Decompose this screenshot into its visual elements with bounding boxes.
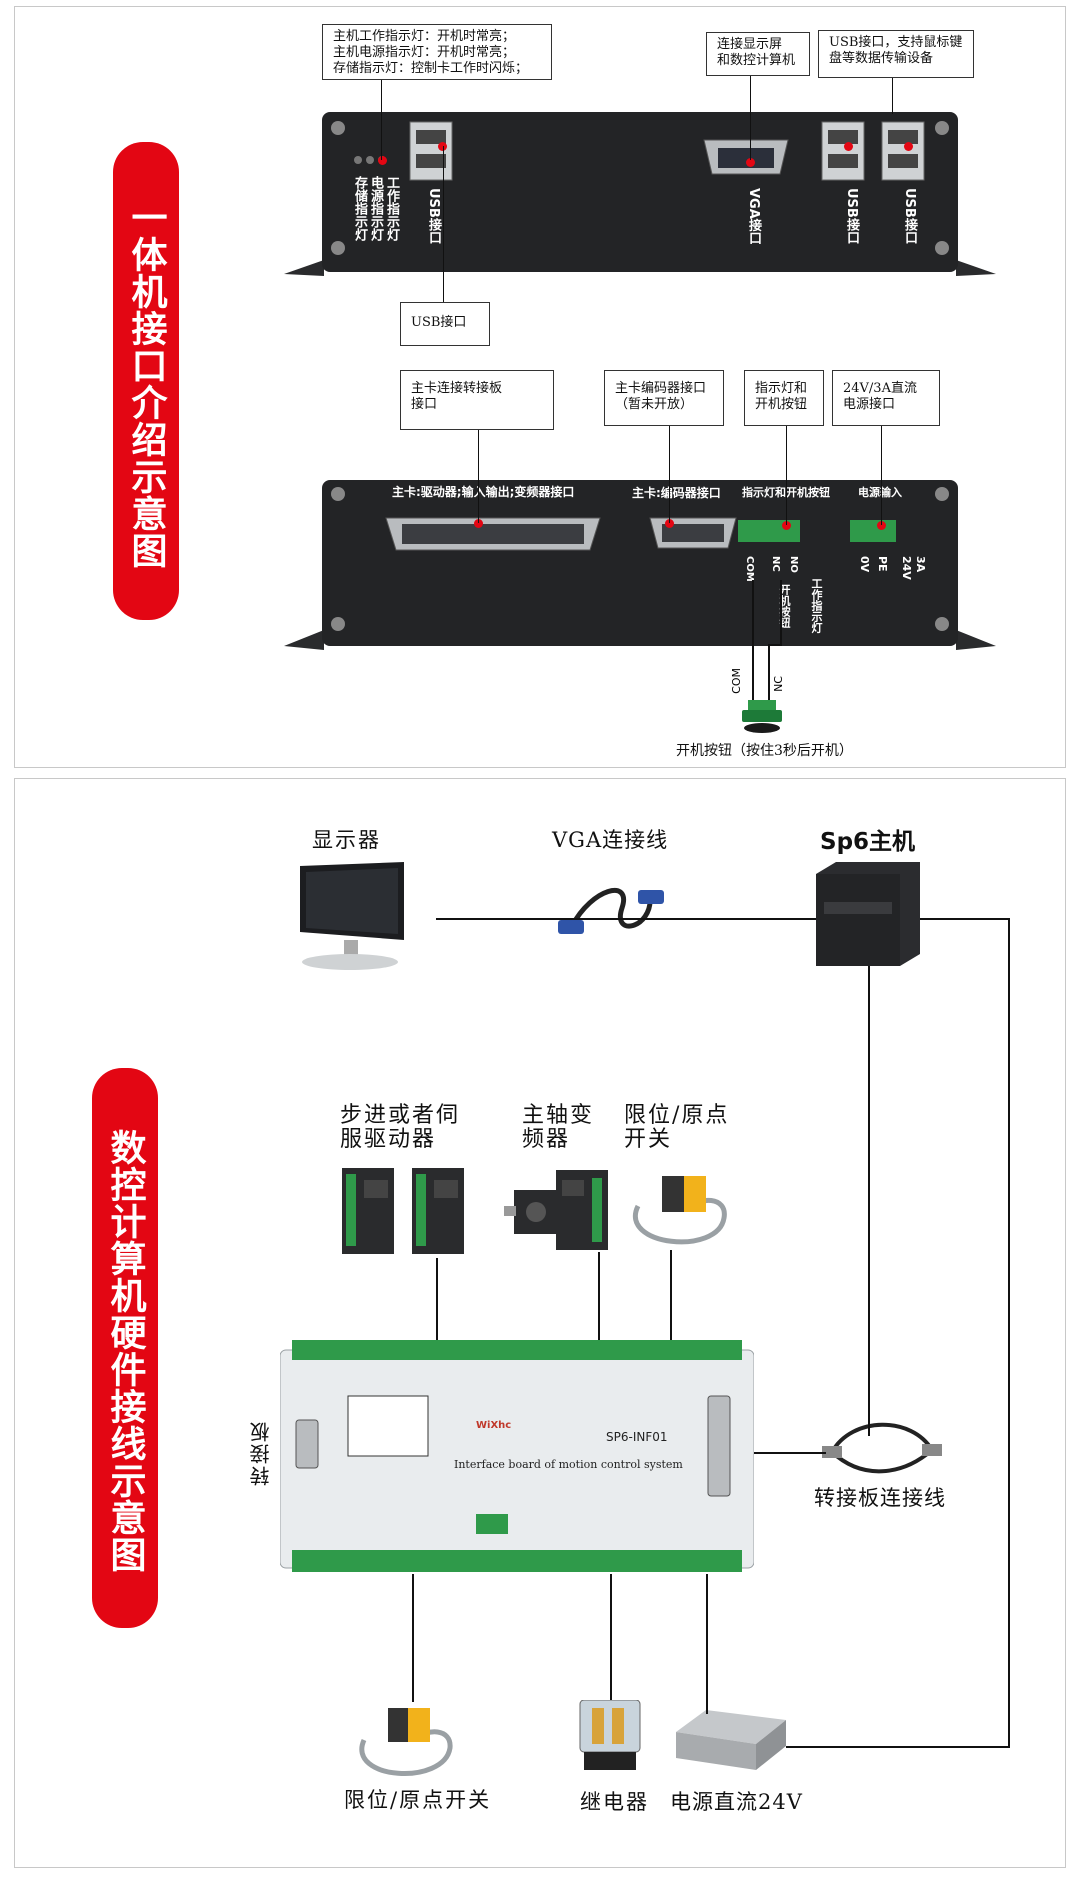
interface-board — [279, 1340, 755, 1584]
board-cable-label: 转接板连接线 — [814, 1486, 946, 1510]
wire-relay — [610, 1574, 612, 1700]
db-main-marker-icon — [474, 519, 483, 528]
wire-nc — [780, 580, 782, 644]
wiring-diagram-title: 数控计算机硬件接线示意图 — [92, 1068, 158, 1628]
wire-nc-horizontal — [768, 644, 782, 646]
vga-callout: 连接显示屏 和数控计算机 — [706, 32, 810, 76]
usb-port3-marker-icon — [904, 142, 913, 151]
usb-label-2: USB接口 — [844, 188, 859, 244]
usb-bottom-callout: USB接口 — [400, 302, 490, 346]
indicator-callout: 主机工作指示灯：开机时常亮； 主机电源指示灯：开机时常亮； 存储指示灯：控制卡工… — [322, 24, 552, 80]
board-label: 转接板 — [249, 1420, 273, 1486]
wire-host-down — [868, 966, 870, 1436]
limit-switch-bottom-icon — [356, 1700, 456, 1784]
wire-spindle — [598, 1252, 600, 1340]
interface-diagram-title: 一体机接口介绍示意图 — [113, 142, 179, 620]
wire-board-cable — [754, 1452, 826, 1454]
inverter-icon — [556, 1170, 608, 1254]
leader-driver-board — [478, 430, 479, 523]
limit-switch-top-icon — [628, 1166, 732, 1254]
terminal-com-label: COM — [744, 556, 755, 582]
power-pe-label: PE — [876, 556, 889, 572]
power-0v-label: 0V — [858, 556, 871, 573]
usb-label-1: USB接口 — [426, 188, 441, 244]
host-box-icon — [816, 862, 920, 976]
wire-psu — [706, 1574, 708, 1714]
limit-switch-top-label: 限位/原点 开关 — [624, 1103, 730, 1152]
button-callout: 指示灯和 开机按钮 — [744, 370, 824, 426]
db-main-label: 主卡:驱动器;输入输出;变频器接口 — [392, 485, 575, 499]
wire-limit-bottom — [412, 1574, 414, 1702]
host-label: Sp6主机 — [820, 829, 916, 855]
driver-board-callout: 主卡连接转接板 接口 — [400, 370, 554, 430]
power-button-icon — [742, 700, 782, 738]
vga-label: VGA接口 — [746, 188, 761, 245]
leader-usb-bottom — [443, 146, 444, 302]
wire-host-right — [920, 918, 1010, 920]
board-brand: WiXhc — [476, 1420, 512, 1431]
vga-port-marker-icon — [746, 158, 755, 167]
power-24v-label: 24V — [900, 556, 913, 580]
board-description: Interface board of motion control system — [454, 1458, 683, 1471]
power-header-label: 电源输入 — [858, 486, 902, 499]
wire-right-down — [1008, 918, 1010, 1748]
relay-label: 继电器 — [580, 1790, 649, 1814]
spindle-motor-icon — [504, 1184, 564, 1248]
work-led-vertical-label: 工作指示灯 — [810, 578, 823, 633]
button-vertical-label: 开机按钮 — [778, 584, 791, 628]
wire-nc-down — [768, 644, 770, 700]
wire-driver — [436, 1258, 438, 1340]
terminal-nc-label: NC — [770, 556, 781, 572]
limit-switch-bottom-label: 限位/原点开关 — [344, 1788, 492, 1812]
power-3a-label: 3A — [914, 556, 927, 573]
usb-port2-marker-icon — [844, 142, 853, 151]
driver-2-icon — [412, 1168, 464, 1258]
usb-label-3: USB接口 — [902, 188, 917, 244]
dc-input-callout: 24V/3A直流 电源接口 — [832, 370, 940, 426]
relay-icon — [578, 1699, 642, 1776]
wire-nc-label: NC — [772, 676, 785, 692]
usb-port-marker-icon — [438, 142, 447, 151]
drivers-label: 步进或者伺 服驱动器 — [340, 1103, 461, 1152]
leader-indicators — [381, 80, 382, 160]
button-terminal-marker-icon — [782, 521, 791, 530]
vga-cable-label: VGA连接线 — [552, 828, 669, 852]
psu-icon — [676, 1710, 786, 1774]
host-front-panel — [284, 110, 996, 276]
leader-vga — [750, 76, 751, 160]
encoder-callout: 主卡编码器接口 （暂未开放） — [604, 370, 724, 426]
power-terminal-marker-icon — [877, 521, 886, 530]
storage-led-label: 存储指示灯 — [352, 176, 367, 241]
power-led-label: 电源指示灯 — [368, 176, 383, 241]
db-encoder-marker-icon — [665, 519, 674, 528]
board-model: SP6-INF01 — [606, 1430, 668, 1444]
wire-right-to-psu — [786, 1746, 1010, 1748]
leader-usb-right — [892, 78, 893, 114]
usb-right-callout: USB接口，支持鼠标键 盘等数据传输设备 — [818, 30, 974, 78]
wire-com-label: COM — [730, 668, 743, 694]
monitor-icon — [292, 862, 412, 976]
db-encoder-label: 主卡:编码器接口 — [632, 486, 721, 500]
vga-cable-icon — [552, 868, 672, 952]
wire-limit-top — [670, 1250, 672, 1340]
power-button-caption: 开机按钮（按住3秒后开机） — [676, 743, 853, 759]
leader-button — [786, 426, 787, 525]
terminal-no-label: NO — [788, 556, 799, 573]
indicator-led-icon — [378, 156, 387, 165]
work-led-label: 工作指示灯 — [384, 176, 399, 241]
wire-com — [752, 580, 754, 700]
driver-1-icon — [342, 1168, 394, 1258]
spindle-label: 主轴变 频器 — [522, 1103, 595, 1152]
psu-label: 电源直流24V — [670, 1790, 803, 1814]
board-cable-icon — [822, 1416, 942, 1484]
leader-encoder — [669, 426, 670, 523]
leader-dc — [881, 426, 882, 525]
wire-monitor-host — [436, 918, 816, 920]
monitor-label: 显示器 — [312, 828, 381, 852]
